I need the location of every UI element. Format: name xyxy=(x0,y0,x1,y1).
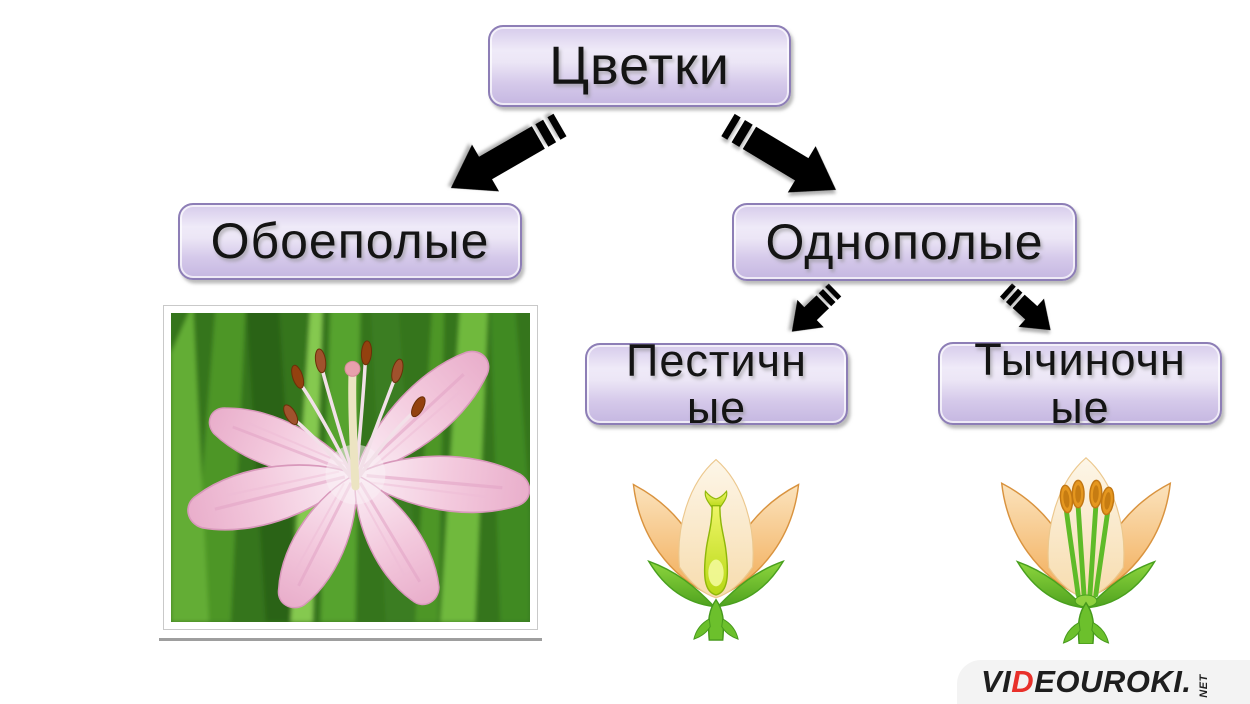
logo-play-d-icon: D xyxy=(1011,664,1035,699)
logo-text-post: EOUROKI. xyxy=(1034,664,1192,699)
node-unisexual: Однополые xyxy=(732,203,1077,281)
arrow-root-to-bisexual xyxy=(437,101,574,212)
flower-sepals-and-stem xyxy=(647,560,785,641)
node-flowers: Цветки xyxy=(488,25,791,107)
flower-anthers xyxy=(1059,479,1115,516)
node-pistillate-label-line2: ые xyxy=(686,382,747,433)
node-bisexual: Обоеполые xyxy=(178,203,522,280)
pistillate-flower-diagram xyxy=(632,458,800,641)
flower-stamens xyxy=(1063,504,1111,598)
pistillate-flower-figure xyxy=(618,450,814,642)
bisexual-flower-photo xyxy=(163,305,538,630)
photo-underline xyxy=(159,638,542,641)
staminate-flower-diagram xyxy=(1000,457,1172,644)
pink-lily-image xyxy=(171,313,530,622)
logo-text-pre: VI xyxy=(981,664,1012,699)
flower-pistil xyxy=(703,489,729,596)
node-pistillate: Пестичн ые xyxy=(585,336,848,431)
staminate-flower-figure xyxy=(988,448,1184,644)
node-flowers-label: Цветки xyxy=(549,35,730,96)
lily-pistil xyxy=(348,368,360,491)
logo-tld: NET xyxy=(1198,674,1211,698)
flower-petals xyxy=(632,458,800,599)
lily-flower xyxy=(180,335,530,620)
node-staminate-label-line1: Тычиночн xyxy=(974,334,1186,386)
node-bisexual-label: Обоеполые xyxy=(210,213,490,270)
lily-stigma xyxy=(344,360,361,377)
node-pistillate-label-line1: Пестичн xyxy=(626,334,807,386)
node-staminate: Тычиночн ые xyxy=(938,336,1222,431)
node-unisexual-label: Однополые xyxy=(765,213,1044,270)
arrow-root-to-unisexual xyxy=(714,101,850,214)
flower-sepals-and-stem xyxy=(1015,560,1157,644)
node-staminate-label-line2: ые xyxy=(1050,381,1110,433)
lily-anthers xyxy=(283,340,426,425)
flower-petals xyxy=(1000,457,1172,600)
